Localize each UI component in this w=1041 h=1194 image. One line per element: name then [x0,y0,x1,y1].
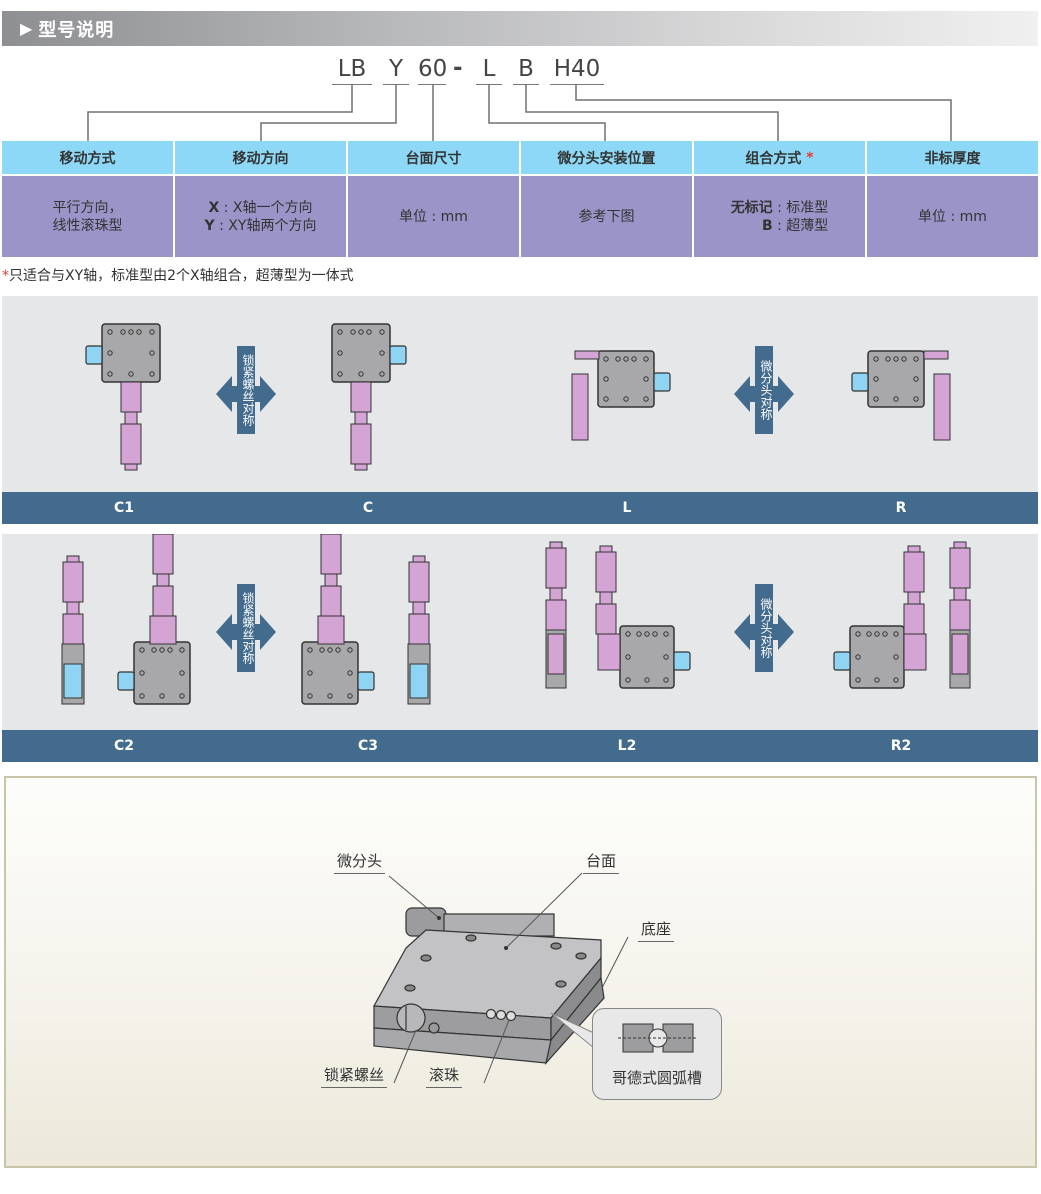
code-segment-size: 60 [418,55,447,85]
mounting-label-c: C [246,492,490,524]
mounting-label-l2: L2 [490,730,764,762]
cell-move-direction: X : X轴一个方向 Y : XY轴两个方向 [175,176,346,257]
mounting-panel-l [490,296,764,492]
symmetry-sign: 锁紧螺丝对称 [216,584,276,724]
callout-base: 底座 [638,918,675,942]
asterisk-mark: * [806,149,814,166]
play-triangle-icon: ▶ [20,19,33,38]
symmetry-sign: 锁紧螺丝对称 [216,346,276,486]
stage-drawing-l [571,350,671,441]
cell-micrometer-position: 参考下图 [521,176,692,257]
stage-illustration [373,872,629,1084]
header-move-mode: 移动方式 [2,141,173,174]
callout-ball: 滚珠 [426,1064,463,1088]
connector-y [260,85,397,141]
gothic-groove-inset: 哥德式圆弧槽 [592,1008,722,1100]
connector-l [488,85,606,141]
mounting-label-c3: C3 [246,730,490,762]
stage-drawing-c2 [61,527,191,705]
stage-drawing-c3 [301,527,431,705]
stage-drawing-c [331,323,407,471]
header-table-size: 台面尺寸 [348,141,519,174]
symmetry-sign: 微分头对称 [734,346,794,486]
structure-diagram: 微分头 台面 底座 锁紧螺丝 滚珠 哥德式圆弧槽 [4,776,1037,1168]
asterisk-mark: * [2,268,9,284]
mounting-label-r: R [764,492,1038,524]
mounting-panel-c [246,296,490,492]
mounting-panel-l2 [490,534,764,730]
spec-table: 移动方式 移动方向 台面尺寸 微分头安装位置 组合方式 * 非标厚度 平行方向，… [2,141,1038,257]
callout-lock-screw: 锁紧螺丝 [321,1064,388,1088]
symmetry-label: 锁紧螺丝对称 [237,584,255,672]
connector-lines [87,85,952,141]
section-title: 型号说明 [38,19,115,41]
gothic-groove-icon [618,1023,698,1053]
symmetry-label: 微分头对称 [755,584,773,672]
mounting-label-r2: R2 [764,730,1038,762]
connector-b [525,85,779,141]
base-side [544,976,605,1066]
section-header: ▶ 型号说明 [2,11,1038,46]
stage-drawing-r2 [833,541,971,689]
stage-drawing-c1 [85,323,161,471]
mounting-panel-c2 [2,527,246,730]
code-segment-l: L [476,55,502,85]
footnote: *只适合与XY轴，标准型由2个X轴组合，超薄型为一体式 [2,268,354,284]
mounting-panel-r [764,296,1038,492]
callout-table: 台面 [583,850,620,874]
cell-move-mode: 平行方向， 线性滚珠型 [2,176,173,257]
stage-drawing-r [851,350,951,441]
code-segment-h40: H40 [550,55,604,85]
leader-base [601,936,629,989]
leader-micrometer [388,875,440,919]
callout-micrometer: 微分头 [334,850,386,874]
leader-lock-screw [393,1029,417,1084]
mounting-label-c2: C2 [2,730,246,762]
leader-table [505,872,583,949]
code-segment-lb: LB [332,55,372,85]
gothic-groove-label: 哥德式圆弧槽 [611,1069,702,1087]
code-segment-y: Y [383,55,409,85]
cell-table-size: 单位 : mm [348,176,519,257]
mounting-panel-c1 [2,296,246,492]
symmetry-sign: 微分头对称 [734,584,794,724]
mounting-label-c1: C1 [2,492,246,524]
leader-ball [483,1019,510,1084]
mounting-label-l: L [490,492,764,524]
code-segment-b: B [513,55,539,85]
symmetry-label: 锁紧螺丝对称 [237,346,255,434]
mounting-panel-r2 [764,534,1038,730]
header-custom-thickness: 非标厚度 [867,141,1038,174]
header-move-direction: 移动方向 [175,141,346,174]
code-separator: - [453,55,463,81]
mounting-panel-c3 [246,527,490,730]
lock-knob [396,1003,426,1033]
header-micrometer-position: 微分头安装位置 [521,141,692,174]
connector-lb [87,85,353,141]
stage-drawing-l2 [545,541,691,689]
connector-h40 [575,85,952,141]
symmetry-label: 微分头对称 [755,346,773,434]
header-combination: 组合方式 * [694,141,865,174]
cell-custom-thickness: 单位 : mm [867,176,1038,257]
cell-combination: 无标记 : 标准型 B : 超薄型 [694,176,865,257]
